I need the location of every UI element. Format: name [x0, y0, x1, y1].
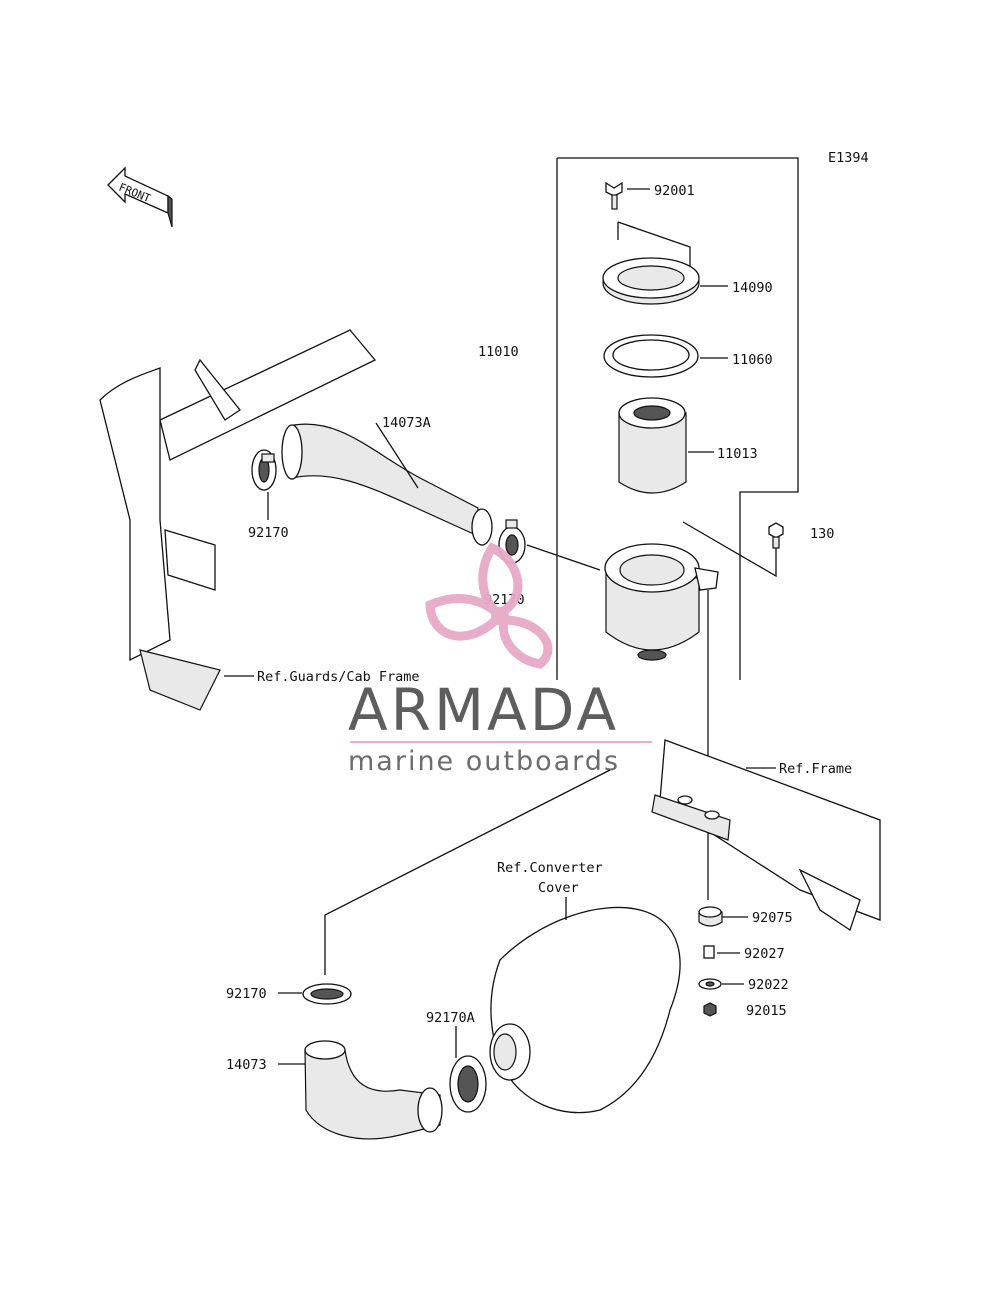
diagram-code: E1394 [828, 150, 869, 166]
clamp-leader-line [324, 769, 611, 975]
part-label-14090: 14090 [732, 280, 773, 296]
gasket-11060 [603, 334, 699, 378]
cover-ring-14090 [602, 257, 700, 305]
part-label-92075: 92075 [752, 910, 793, 926]
wing-screw-92001 [605, 181, 650, 210]
intake-duct-14073 [304, 1040, 443, 1140]
part-label-14073: 14073 [226, 1057, 267, 1073]
armada-watermark: ARMADA marine outboards [348, 542, 652, 777]
part-label-14073A: 14073A [382, 415, 431, 431]
part-label-92170-lower: 92170 [226, 986, 267, 1002]
part-label-11060: 11060 [732, 352, 773, 368]
grommet-92075 [698, 906, 723, 927]
ref-frame: Ref.Frame [779, 761, 852, 777]
part-label-92170A: 92170A [426, 1010, 475, 1026]
watermark-brand: ARMADA [348, 676, 619, 744]
front-arrow-icon: FRONT [107, 166, 173, 228]
bolt-leader-line [682, 521, 777, 578]
part-label-11010: 11010 [478, 344, 519, 360]
bolt-130 [768, 522, 784, 549]
clamp-92170-lower [302, 983, 352, 1005]
part-label-130: 130 [810, 526, 834, 542]
part-label-92001: 92001 [654, 183, 695, 199]
guards-cab-frame [99, 329, 377, 711]
part-label-11013: 11013 [717, 446, 758, 462]
clamp-92170-left [251, 449, 277, 491]
clamp-92170A [449, 1055, 487, 1113]
part-label-92022: 92022 [748, 977, 789, 993]
part-label-92170-left: 92170 [248, 525, 289, 541]
ref-converter-cover-line2: Cover [538, 880, 579, 896]
intake-duct-14073A [281, 423, 493, 546]
filter-housing [604, 543, 719, 661]
washer-92022 [698, 978, 722, 990]
propeller-logo-icon [425, 542, 553, 669]
watermark-tagline: marine outboards [348, 746, 620, 777]
collar-92027 [703, 945, 715, 959]
ref-converter-cover-line1: Ref.Converter [497, 860, 603, 876]
part-label-92027: 92027 [744, 946, 785, 962]
ref-guards-cab-frame: Ref.Guards/Cab Frame [257, 669, 420, 685]
nut-92015 [703, 1002, 717, 1017]
main-frame [651, 739, 881, 932]
converter-cover [489, 906, 681, 1114]
filter-element-11013 [618, 397, 687, 494]
part-label-92015: 92015 [746, 1003, 787, 1019]
